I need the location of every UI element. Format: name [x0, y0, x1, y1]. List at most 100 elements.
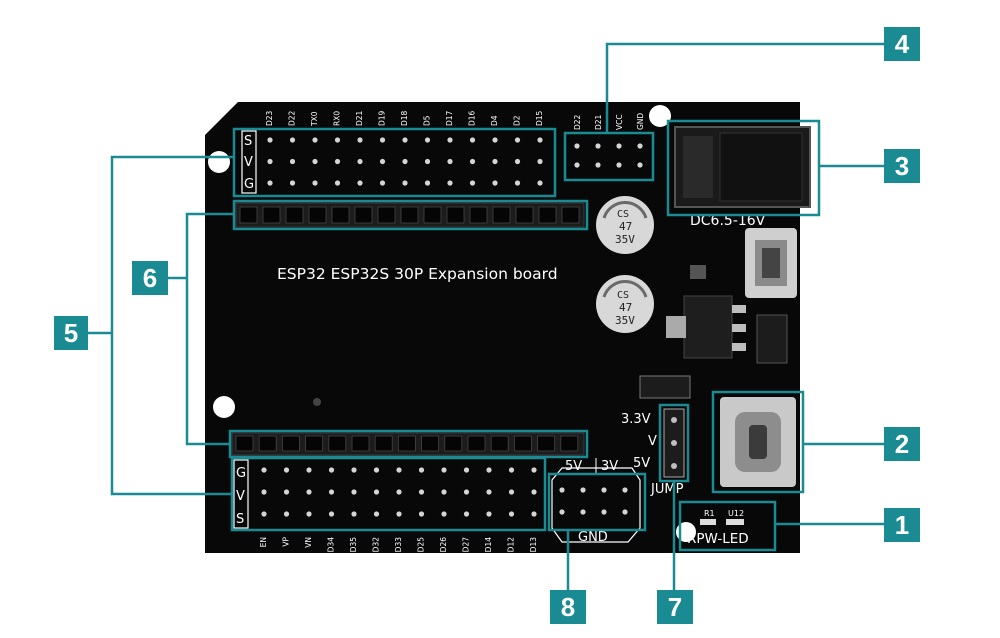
regulator-pin — [732, 343, 746, 351]
header-pin — [334, 158, 341, 165]
header-pin — [559, 509, 565, 515]
header-socket — [538, 206, 557, 224]
header-pin — [396, 511, 402, 517]
header-pin — [418, 489, 425, 495]
header-pin — [469, 180, 476, 186]
top-label-v: V — [244, 155, 253, 170]
header-pin — [418, 467, 425, 473]
pin-label: D22 — [573, 114, 582, 130]
header-pin — [537, 137, 543, 143]
gnd-pin-header — [559, 487, 628, 515]
pin-label: GND — [636, 113, 645, 130]
micro-usb-port — [745, 228, 797, 298]
selector-5v-label: 5V — [565, 459, 582, 474]
header-socket — [515, 206, 534, 224]
header-pin — [637, 143, 643, 149]
header-pin — [261, 489, 267, 495]
header-pin — [508, 511, 515, 517]
via-dot — [313, 398, 321, 406]
jumper-5v-label: 5V — [633, 456, 650, 471]
header-pin — [574, 162, 580, 168]
header-pin — [373, 489, 380, 495]
highlight-led — [678, 500, 777, 552]
resistor-smd — [726, 519, 744, 525]
bottom-pin-header — [261, 467, 537, 517]
header-socket — [514, 435, 532, 452]
header-pin — [357, 180, 363, 186]
header-pin — [312, 137, 318, 143]
header-pin — [469, 137, 476, 143]
bottom-label-g: G — [236, 466, 246, 481]
header-pin — [351, 467, 357, 473]
jumper-v-label: V — [648, 434, 657, 449]
regulator-tab — [666, 316, 686, 338]
header-socket — [351, 435, 370, 452]
highlight-usb-c — [711, 390, 805, 494]
pin-label: VP — [282, 537, 291, 547]
header-pin — [447, 158, 453, 165]
header-pin — [463, 489, 470, 495]
header-pin — [396, 467, 402, 473]
header-socket — [537, 435, 555, 452]
header-socket — [469, 206, 488, 224]
header-socket — [492, 206, 511, 224]
header-pin — [351, 511, 357, 517]
header-socket — [423, 206, 442, 224]
svg-text:35V: 35V — [615, 233, 635, 246]
header-pin — [418, 511, 425, 517]
pin-label: VCC — [615, 114, 624, 130]
pin-label: D25 — [417, 537, 426, 553]
header-pin — [514, 158, 521, 165]
usb-c-port — [720, 397, 796, 487]
header-pin — [306, 489, 312, 495]
header-pin — [441, 489, 447, 495]
header-pin — [402, 180, 408, 186]
header-pin — [402, 158, 408, 165]
led-smd — [700, 519, 716, 525]
pin-label: D13 — [529, 537, 538, 553]
header-pin — [379, 158, 386, 165]
header-pin — [267, 137, 273, 143]
mounting-hole — [213, 396, 235, 418]
pin-label: D12 — [507, 537, 516, 553]
voltage-jumper — [663, 408, 685, 478]
board-title: ESP32 ESP32S 30P Expansion board — [277, 265, 558, 283]
pin-label: D22 — [288, 110, 297, 126]
selector-3v-label: 3V — [601, 459, 618, 474]
pin-label: D34 — [327, 537, 336, 553]
header-socket — [561, 206, 580, 224]
svg-text:5: 5 — [64, 318, 78, 348]
header-socket — [262, 206, 281, 224]
callout-badge-6: 6 — [132, 261, 168, 295]
header-pin — [283, 511, 290, 517]
header-socket — [421, 435, 440, 452]
header-pin — [531, 489, 537, 495]
header-pin — [289, 158, 296, 165]
header-socket — [490, 435, 509, 452]
header-pin — [424, 158, 431, 165]
pin-label: D19 — [378, 110, 387, 126]
highlight-top-header — [232, 127, 557, 198]
header-pin — [537, 180, 543, 186]
regulator-pin — [732, 324, 746, 332]
power-pin-header — [574, 143, 643, 168]
header-pin — [574, 143, 580, 149]
callout-badge-1: 1 — [884, 508, 920, 542]
header-pin — [508, 489, 515, 495]
pin-label: VN — [304, 537, 313, 548]
header-pin — [486, 511, 492, 517]
header-socket — [239, 206, 258, 224]
svg-text:CS: CS — [617, 290, 629, 301]
pin-label: D14 — [484, 537, 493, 553]
callout-badge-3: 3 — [884, 149, 920, 183]
header-pin — [601, 487, 607, 493]
top-pin-header — [267, 137, 543, 186]
header-pin — [267, 158, 273, 165]
header-pin — [351, 489, 357, 495]
header-socket — [446, 206, 465, 224]
pin-label: D2 — [513, 115, 522, 126]
pin-label: D16 — [468, 110, 477, 126]
header-pin — [601, 509, 607, 515]
